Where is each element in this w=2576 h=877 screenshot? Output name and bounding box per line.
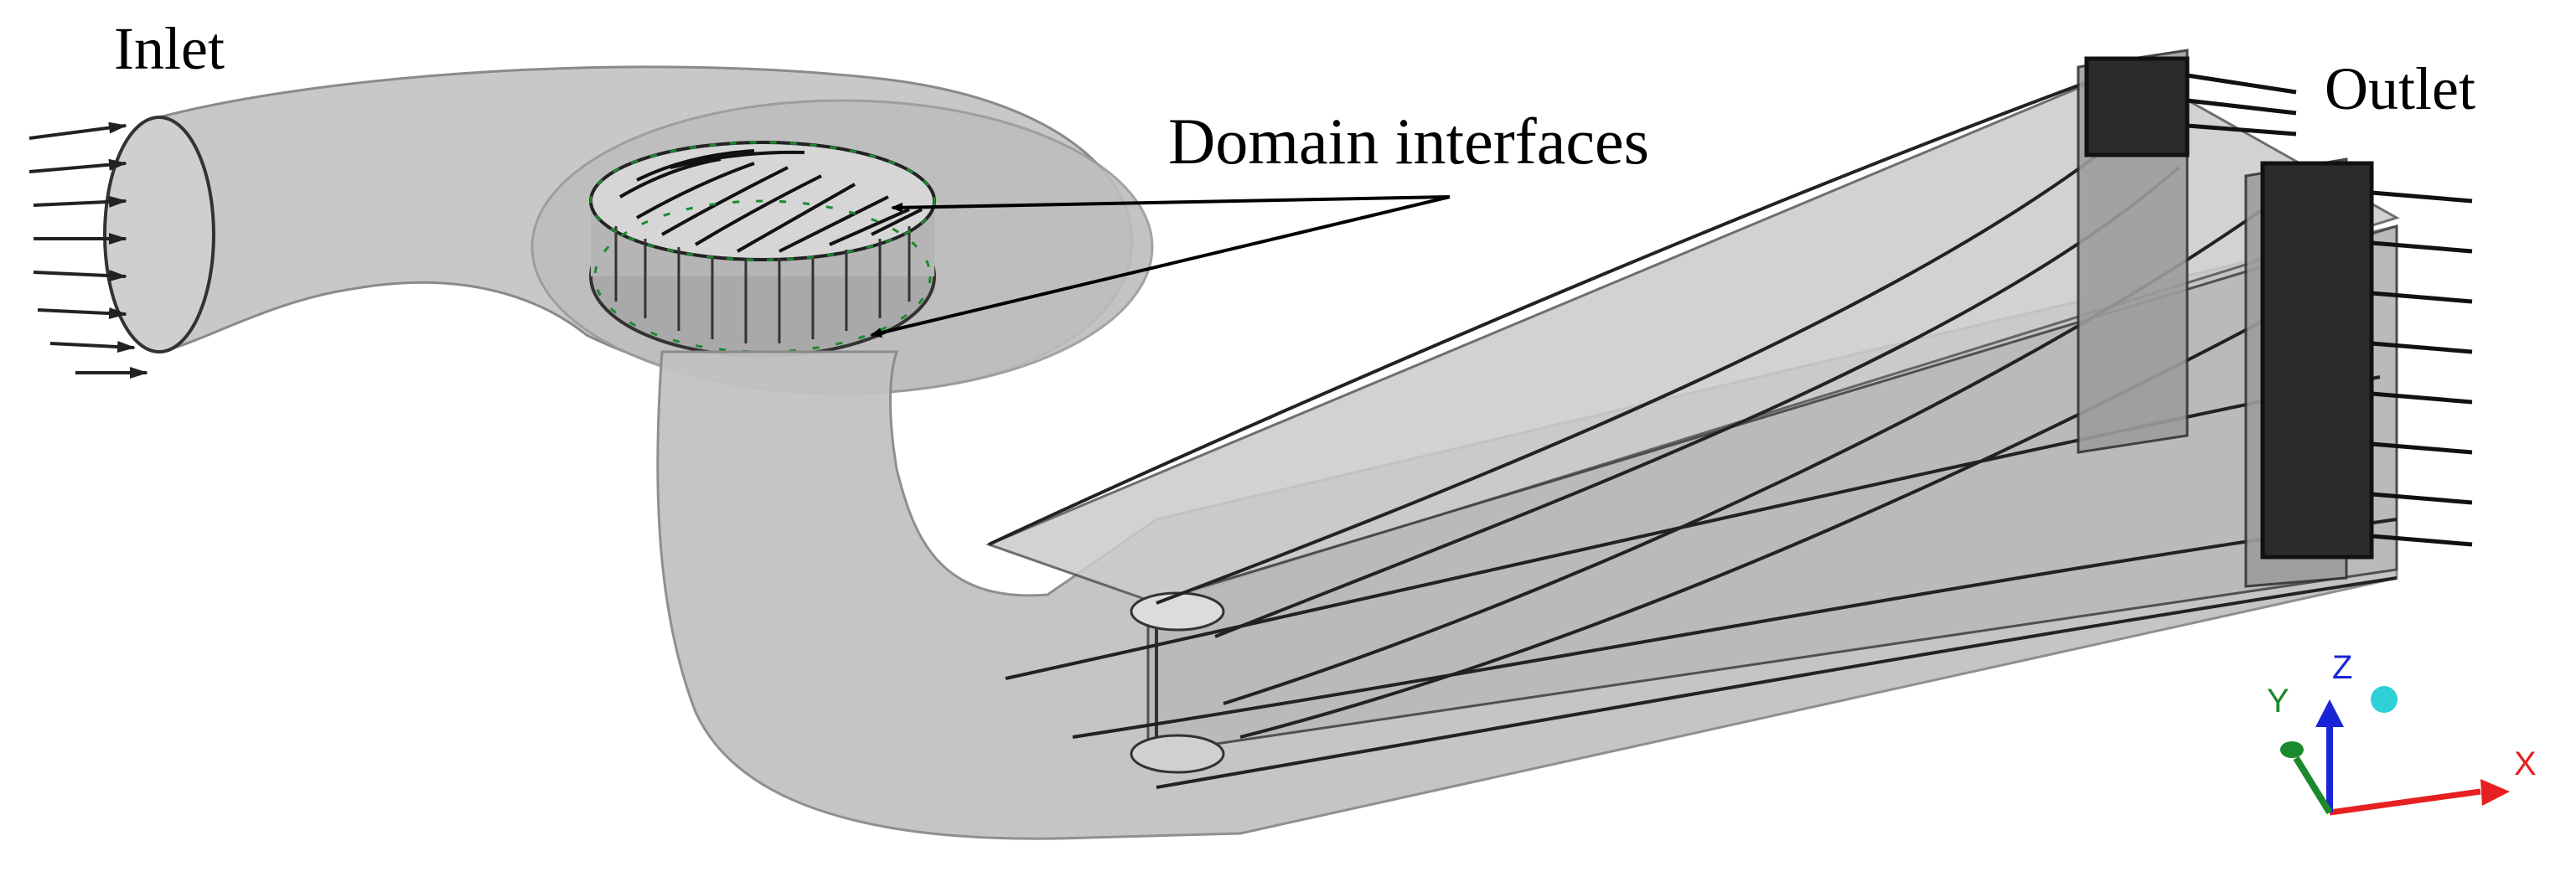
axis-triad: X Y Z (2267, 649, 2537, 816)
axis-z-label: Z (2332, 649, 2352, 686)
domain-interfaces-label: Domain interfaces (1168, 105, 1649, 178)
outlet-flow-markers (2084, 56, 2473, 560)
runner (589, 141, 936, 358)
interface-callout-arrows (870, 195, 1451, 338)
inlet-label: Inlet (114, 15, 225, 82)
outlet-label: Outlet (2325, 55, 2475, 122)
axis-x-label: X (2514, 745, 2537, 782)
inlet-flow-arrows (28, 121, 148, 379)
axis-y-label: Y (2267, 683, 2289, 720)
draft-tube (656, 49, 2400, 840)
